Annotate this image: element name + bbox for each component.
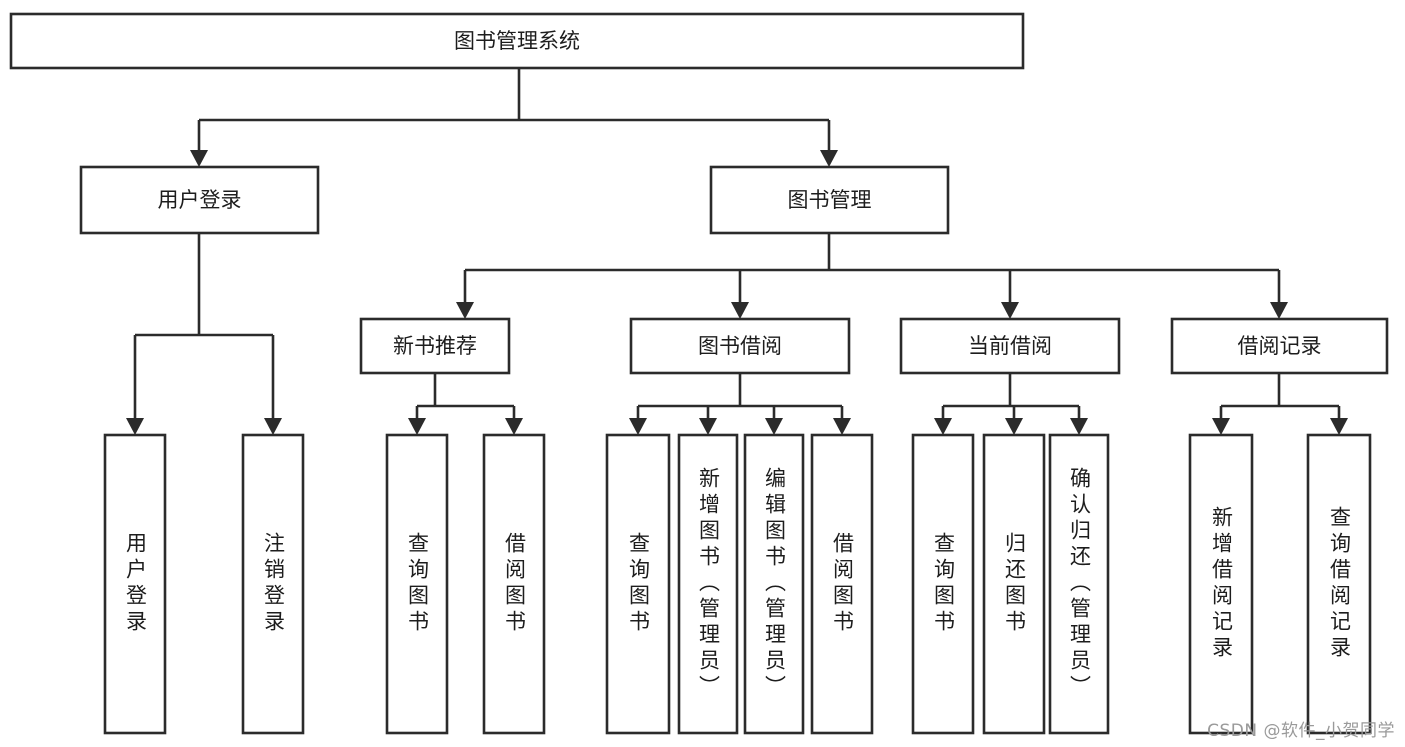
node-label-current-borrow: 当前借阅 <box>968 334 1052 358</box>
arrow-head-group2-2 <box>1070 418 1088 435</box>
node-box-user-login[interactable] <box>79 165 320 235</box>
node-label-user-login: 用户登录 <box>158 188 242 212</box>
arrow-head-root-1 <box>820 150 838 167</box>
node-box-leaf-add-book[interactable] <box>677 433 739 735</box>
arrow-head-group3-1 <box>1330 418 1348 435</box>
node-label-new-book-recommend: 新书推荐 <box>393 334 477 358</box>
arrow-head-bookmanage-3 <box>1270 302 1288 319</box>
node-box-leaf-add-record[interactable] <box>1188 433 1254 735</box>
arrow-head-bookmanage-0 <box>456 302 474 319</box>
node-box-book-borrow[interactable] <box>629 317 851 375</box>
arrow-head-userlogin-0 <box>126 418 144 435</box>
arrow-head-bookmanage-2 <box>1001 302 1019 319</box>
node-label-borrow-record: 借阅记录 <box>1238 334 1322 358</box>
arrow-head-group3-0 <box>1212 418 1230 435</box>
node-box-leaf-confirm-return[interactable] <box>1048 433 1110 735</box>
node-box-leaf-borrow-book-2[interactable] <box>810 433 874 735</box>
node-box-leaf-borrow-book-1[interactable] <box>482 433 546 735</box>
arrow-head-group2-0 <box>934 418 952 435</box>
node-box-leaf-return-book[interactable] <box>982 433 1046 735</box>
node-box-current-borrow[interactable] <box>899 317 1121 375</box>
arrow-head-group1-2 <box>765 418 783 435</box>
node-box-book-manage[interactable] <box>709 165 950 235</box>
node-box-leaf-edit-book[interactable] <box>743 433 805 735</box>
node-label-book-borrow: 图书借阅 <box>698 334 782 358</box>
arrow-head-group0-0 <box>408 418 426 435</box>
arrow-head-bookmanage-1 <box>731 302 749 319</box>
arrow-head-group1-1 <box>699 418 717 435</box>
node-box-leaf-query-book-1[interactable] <box>385 433 449 735</box>
arrow-head-root-0 <box>190 150 208 167</box>
node-box-leaf-user-login[interactable] <box>103 433 167 735</box>
arrow-head-group0-1 <box>505 418 523 435</box>
arrow-head-group2-1 <box>1005 418 1023 435</box>
node-label-book-manage: 图书管理 <box>788 188 872 212</box>
arrow-head-userlogin-1 <box>264 418 282 435</box>
node-box-leaf-query-book-3[interactable] <box>911 433 975 735</box>
node-box-leaf-logout[interactable] <box>241 433 305 735</box>
node-box-new-book-recommend[interactable] <box>359 317 511 375</box>
node-box-root[interactable] <box>9 12 1025 70</box>
csdn-watermark: CSDN @软件_小贺同学 <box>1207 721 1395 741</box>
node-box-leaf-query-book-2[interactable] <box>605 433 671 735</box>
connector-layer <box>126 68 1348 435</box>
node-box-leaf-query-record[interactable] <box>1306 433 1372 735</box>
node-box-borrow-record[interactable] <box>1170 317 1389 375</box>
arrow-head-group1-0 <box>629 418 647 435</box>
arrow-head-group1-3 <box>833 418 851 435</box>
node-label-root: 图书管理系统 <box>454 29 580 53</box>
